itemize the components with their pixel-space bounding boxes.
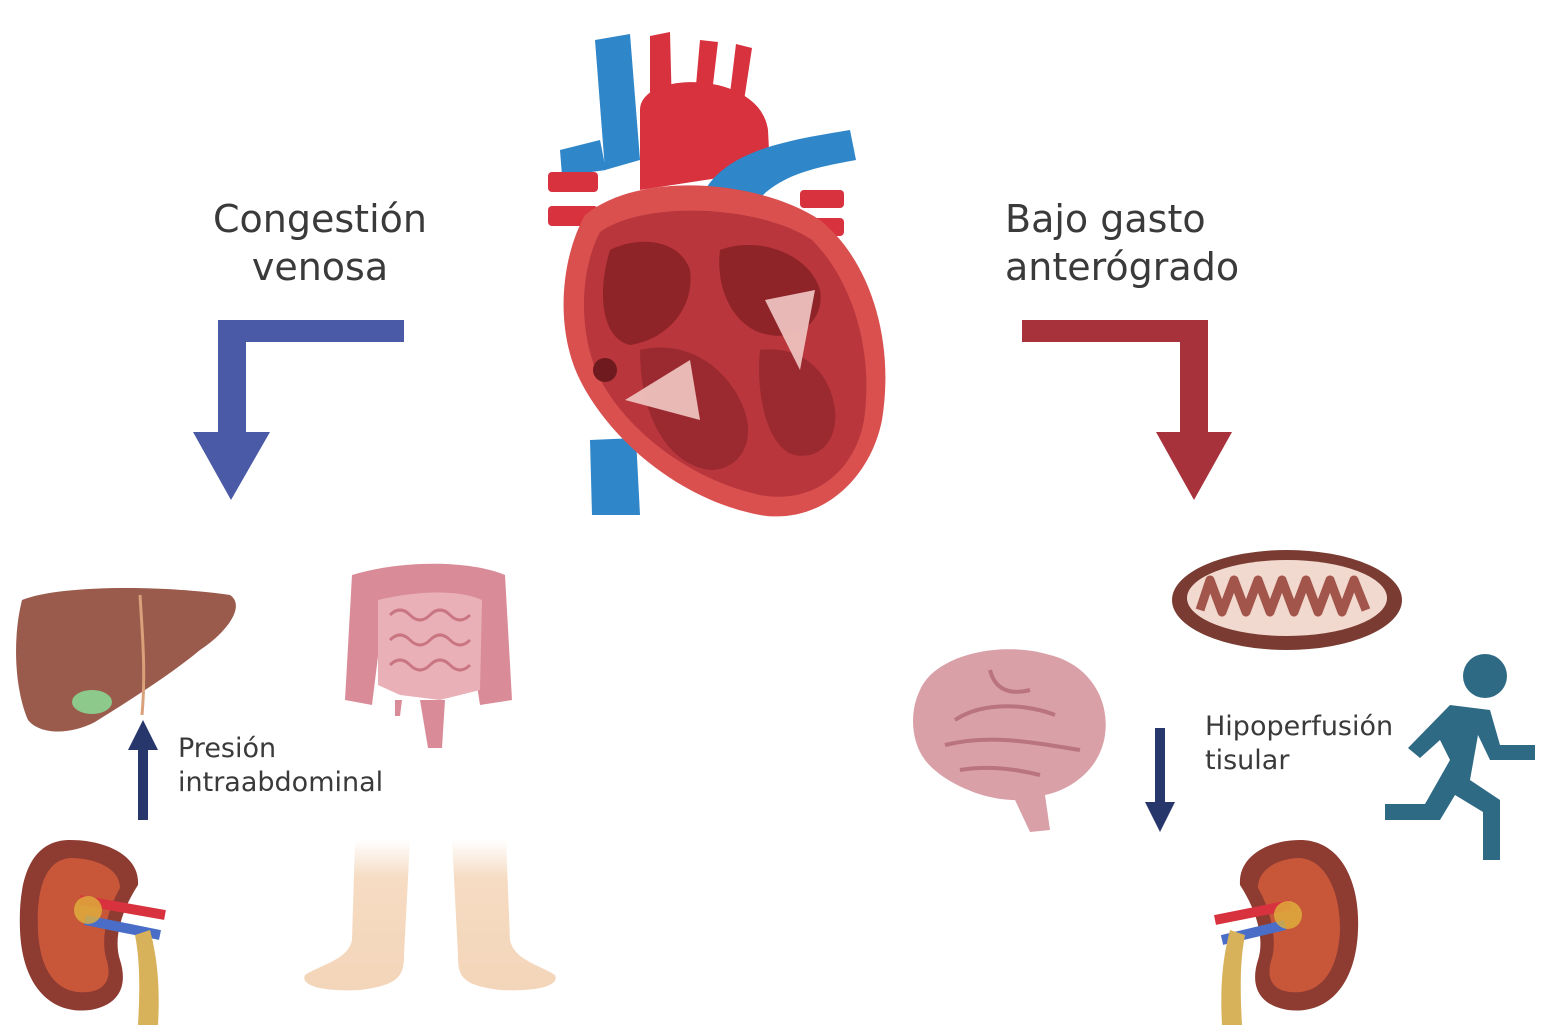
low-output-label: Bajo gasto anterógrado [1005,196,1240,291]
low-output-line2: anterógrado [1005,244,1240,289]
mitochondria-icon [1172,550,1402,650]
kidney-icon-left [19,840,166,1025]
pressure-line1: Presión [178,733,277,764]
pressure-up-arrow [128,720,158,820]
venous-congestion-line1: Congestión [213,197,427,241]
runner-icon [1385,654,1535,860]
pressure-label: Presión intraabdominal [178,732,383,800]
pressure-line2: intraabdominal [178,766,384,798]
liver-icon [16,588,236,732]
kidney-icon-right [1214,840,1359,1025]
brain-icon [913,649,1106,832]
low-output-line1: Bajo gasto [1005,197,1206,241]
venous-congestion-arrow [193,320,404,500]
low-output-arrow [1022,320,1232,500]
legs-edema-icon [304,840,556,991]
intestine-icon [345,563,512,748]
hypoperfusion-line2: tisular [1205,744,1290,776]
hypoperfusion-label: Hipoperfusión tisular [1205,710,1393,778]
hypoperfusion-line1: Hipoperfusión [1205,711,1394,742]
venous-congestion-line2: venosa [251,244,389,289]
heart-icon [548,32,886,517]
hypoperfusion-down-arrow [1145,728,1175,832]
venous-congestion-label: Congestión venosa [205,196,435,291]
